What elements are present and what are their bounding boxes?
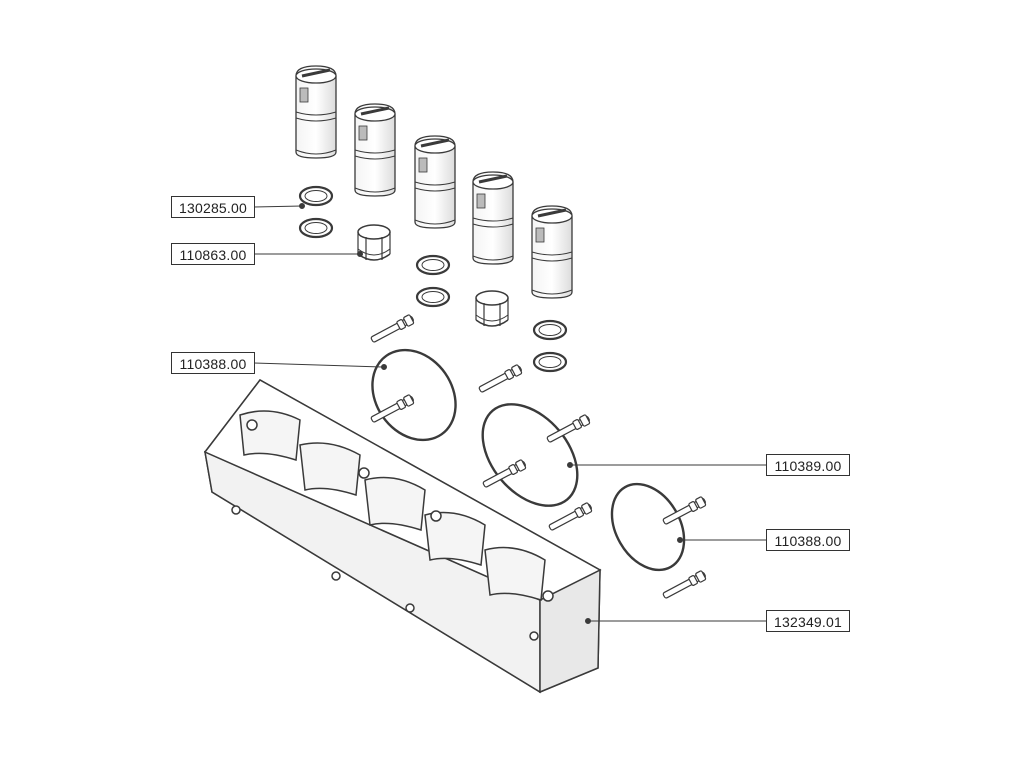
stud-bolt [661, 569, 708, 602]
stud-bolt [545, 413, 592, 446]
stud-bolt [369, 393, 416, 426]
leader-lines [253, 203, 767, 624]
stud-bolt [477, 363, 524, 396]
callout-110389: 110389.00 [766, 454, 850, 476]
o-ring [415, 286, 451, 308]
stud-bolt [369, 313, 416, 346]
valve-cartridge [471, 170, 515, 266]
callout-110388-left: 110388.00 [171, 352, 255, 374]
callout-110388-right: 110388.00 [766, 529, 850, 551]
o-ring [298, 217, 334, 239]
callout-110863: 110863.00 [171, 243, 255, 265]
seal-ring-left [371, 348, 457, 442]
seal-ring-right [610, 482, 686, 572]
callout-132349: 132349.01 [766, 610, 850, 632]
manifold-body [203, 379, 602, 694]
o-ring [298, 185, 334, 207]
o-ring [532, 319, 568, 341]
o-ring [415, 254, 451, 276]
valve-cartridge [294, 64, 338, 160]
seal-ring-large [481, 403, 579, 507]
valve-cartridge [530, 204, 574, 300]
o-ring [532, 351, 568, 373]
valve-cartridge [353, 102, 397, 198]
valve-cartridge [413, 134, 457, 230]
filter-cage [475, 290, 509, 327]
callout-130285: 130285.00 [171, 196, 255, 218]
